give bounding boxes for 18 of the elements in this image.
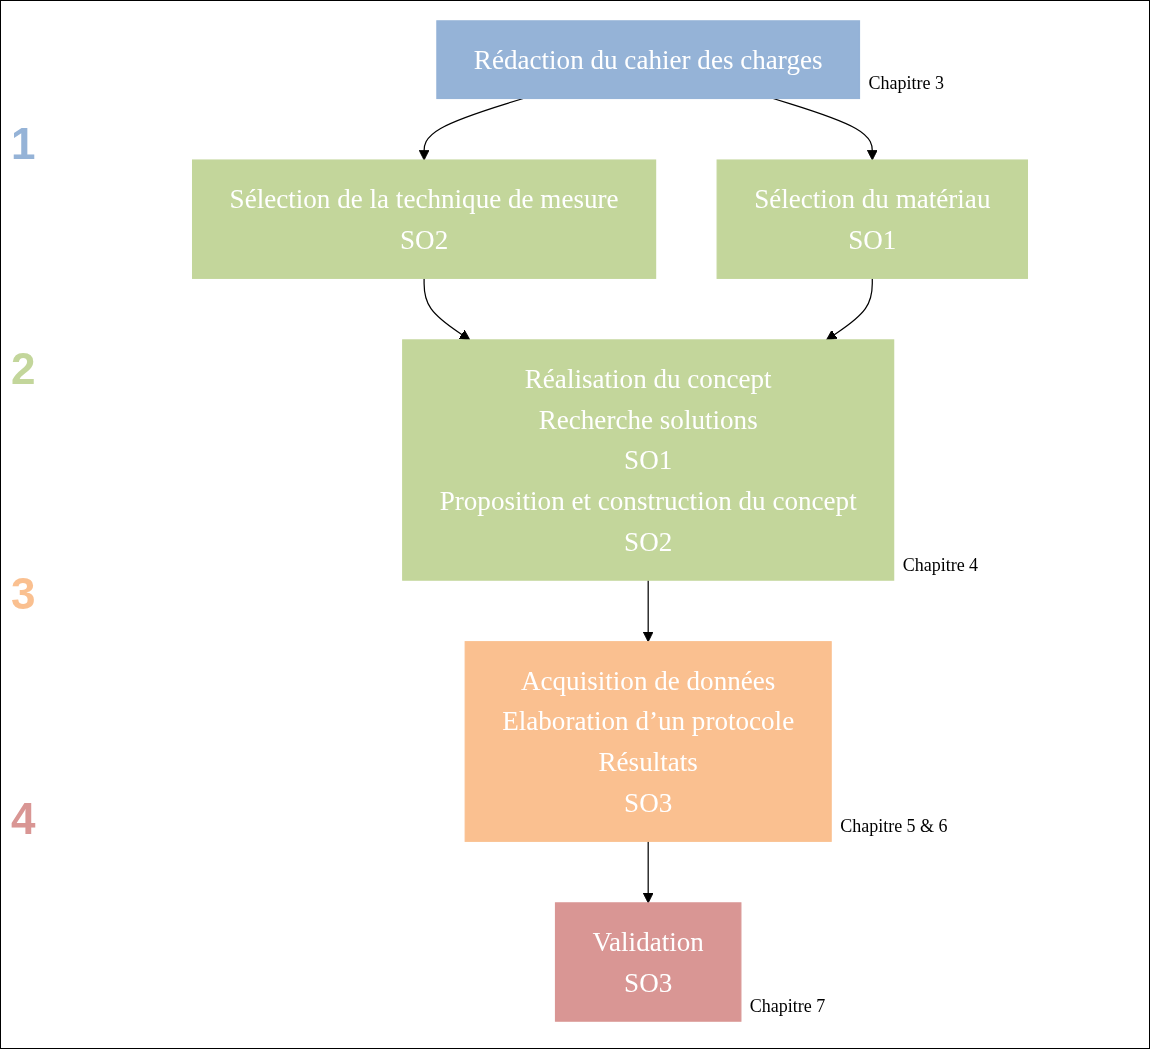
node-box xyxy=(554,902,742,1022)
step-number: 2 xyxy=(11,343,37,394)
node-box xyxy=(464,641,832,842)
chapter-note: Chapitre 3 xyxy=(868,73,944,95)
step-number: 3 xyxy=(11,568,37,619)
step-number: 1 xyxy=(11,118,37,169)
step-number: 4 xyxy=(11,793,37,844)
chapter-note: Chapitre 4 xyxy=(902,555,979,577)
node-box xyxy=(402,339,895,581)
chapter-note: Chapitre 5 & 6 xyxy=(840,816,948,838)
chapter-note: Chapitre 7 xyxy=(749,996,826,1018)
node-box xyxy=(716,159,1028,279)
arrow xyxy=(642,579,654,643)
node-box xyxy=(192,159,657,279)
arrow xyxy=(826,277,873,341)
arrow xyxy=(423,277,471,341)
node-box xyxy=(436,20,861,100)
arrow xyxy=(642,840,654,904)
